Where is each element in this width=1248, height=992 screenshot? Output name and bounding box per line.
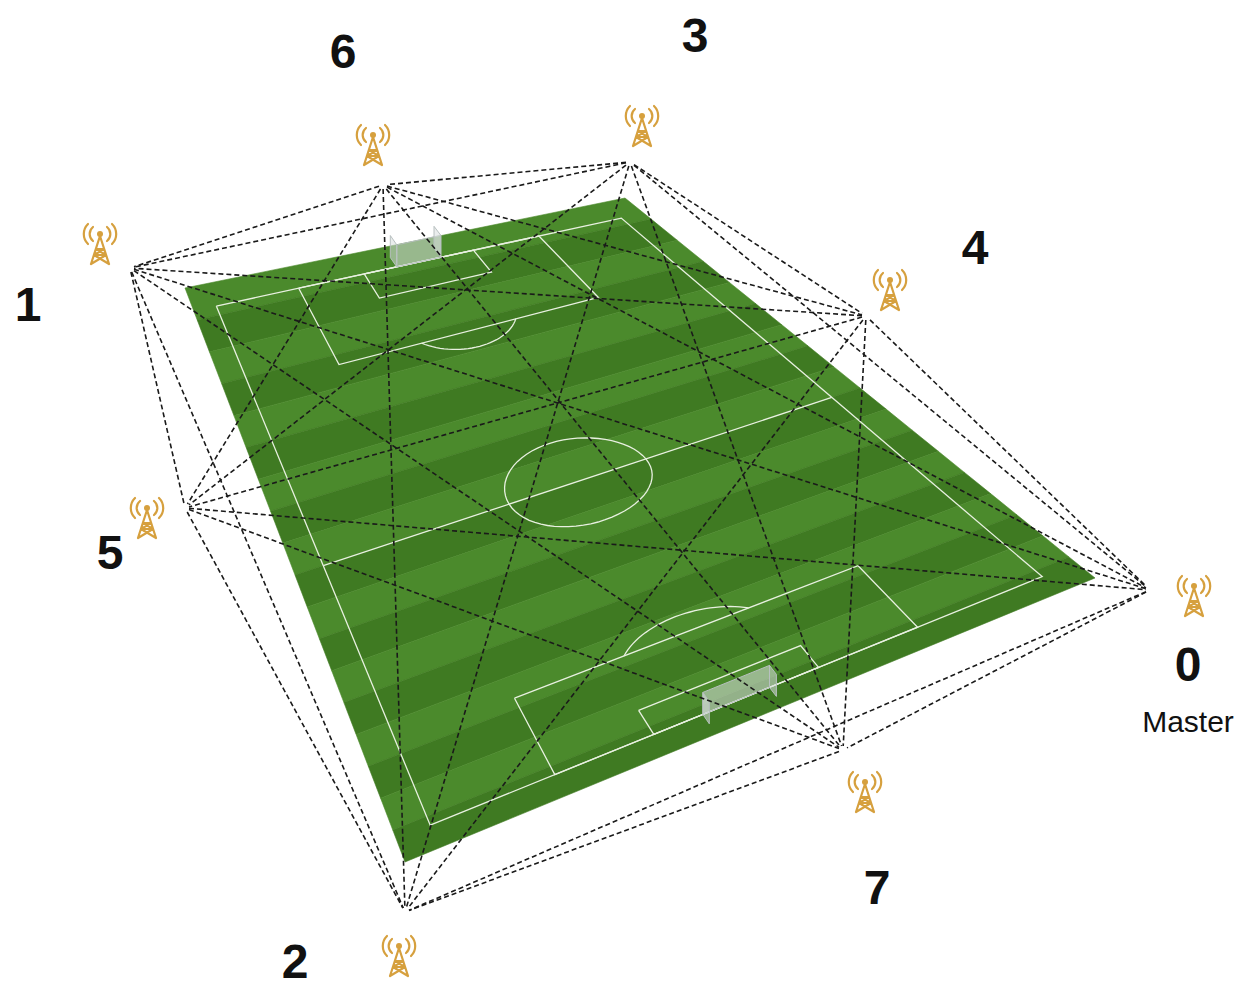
antenna-icon (70, 218, 130, 278)
radio-link (187, 512, 403, 908)
grass-stripe (393, 557, 1095, 862)
antenna-node: 6 (379, 181, 387, 189)
radio-link (387, 162, 626, 184)
penalty-arc (422, 319, 516, 350)
radio-link (387, 187, 1146, 588)
radio-link (870, 320, 1146, 586)
radio-link (631, 166, 841, 746)
goal (703, 665, 770, 714)
penalty-arc (624, 607, 749, 657)
node-number: 5 (97, 529, 124, 577)
antenna-icon (860, 264, 920, 324)
antenna-icon (369, 930, 429, 990)
antenna-node: 5 (181, 504, 189, 512)
penalty-area (299, 236, 599, 365)
node-role: Master (1142, 707, 1234, 737)
goal-net (390, 236, 397, 267)
radio-link (134, 271, 839, 748)
goal-area (639, 646, 819, 735)
antenna-node: 4 (862, 312, 870, 320)
radio-link (408, 320, 863, 908)
node-number: 1 (15, 281, 42, 329)
radio-link (383, 189, 405, 908)
radio-link (134, 186, 379, 266)
radio-link (134, 163, 626, 267)
goal-net (703, 692, 709, 723)
node-number: 2 (282, 938, 309, 986)
radio-link (189, 510, 839, 749)
radio-link (131, 272, 184, 504)
antenna-node: 2 (401, 908, 409, 916)
node-number: 0 (1175, 641, 1202, 689)
node-number: 6 (330, 28, 357, 76)
radio-link (189, 317, 862, 507)
radio-link (387, 186, 862, 315)
radio-link (134, 268, 862, 315)
halfway-line (323, 397, 832, 565)
penalty-area (515, 566, 918, 775)
radio-link (132, 272, 404, 908)
radio-link (409, 752, 839, 911)
radio-link (386, 189, 839, 746)
touch-line (216, 218, 1042, 825)
antenna-icon (612, 100, 672, 160)
radio-link (847, 592, 1146, 748)
antenna-node: 3 (626, 158, 634, 166)
radio-link (134, 269, 1146, 588)
antenna-node: 0Master (1146, 586, 1154, 594)
radio-link (634, 165, 1146, 586)
node-number: 4 (962, 224, 989, 272)
grass-stripe (381, 536, 1069, 830)
radio-link (189, 508, 1146, 589)
radio-link (843, 320, 866, 746)
antenna-icon (343, 119, 403, 179)
node-number: 7 (864, 864, 891, 912)
antenna-icon (1164, 570, 1224, 630)
goal-net (770, 665, 777, 696)
radio-link (188, 189, 381, 504)
antenna-icon (835, 766, 895, 826)
antenna-icon (117, 492, 177, 552)
center-circle (505, 438, 653, 527)
radio-link (634, 165, 862, 314)
antenna-node: 7 (839, 746, 847, 754)
antenna-node: 1 (126, 264, 134, 272)
node-number: 3 (682, 12, 709, 60)
radio-link (409, 592, 1146, 911)
